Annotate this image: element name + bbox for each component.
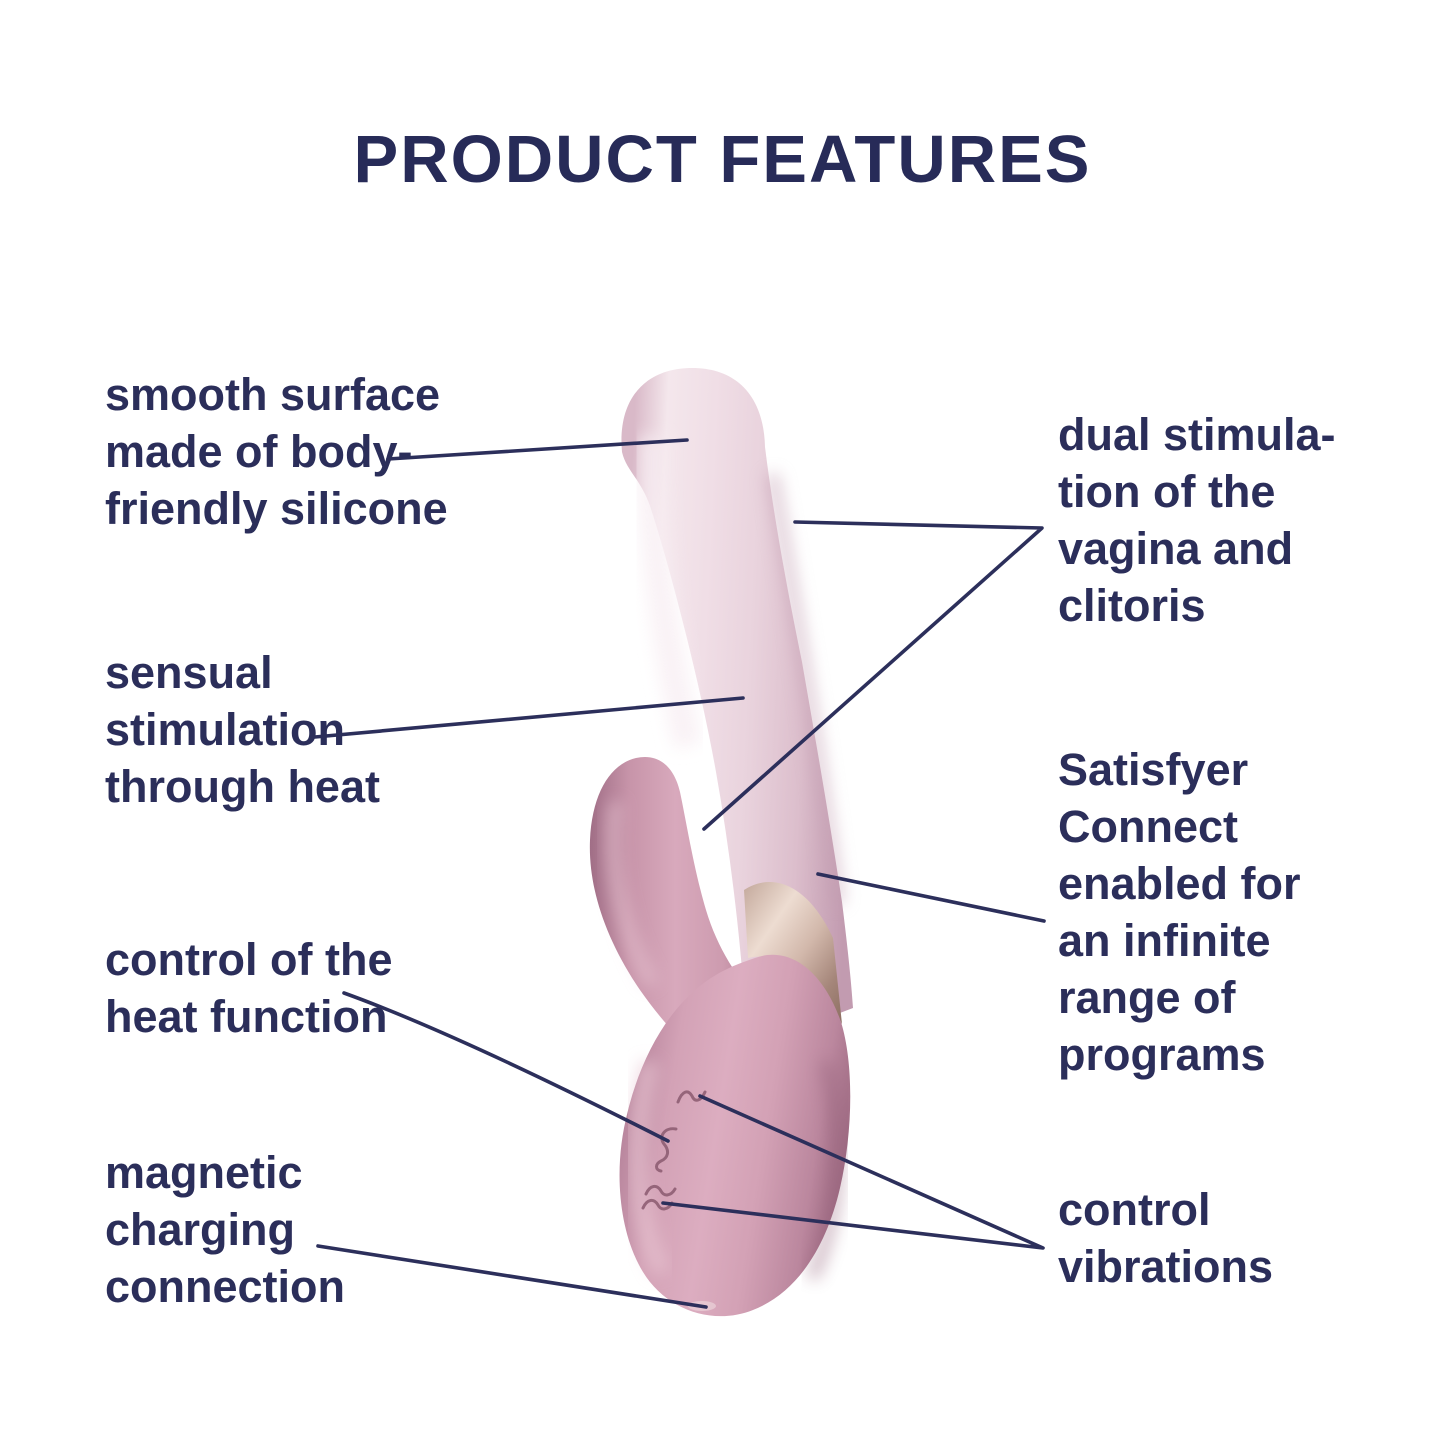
double-wave-icon [641, 1185, 677, 1211]
feature-label-dual-stimulation: dual stimula- tion of the vagina and cli… [1058, 409, 1336, 631]
shaft-shadow [765, 472, 845, 905]
callout-line-control-vibrations [661, 1094, 1045, 1250]
heat-squiggle-icon [655, 1127, 678, 1173]
callout-line-dual-stimulation [702, 520, 1044, 831]
feature-label-satisfyer-connect: Satisfyer Connect enabled for an infinit… [1058, 744, 1301, 1080]
callout-line-satisfyer-connect [816, 872, 1046, 923]
handle-highlight [628, 1059, 671, 1277]
callout-line-magnetic-charging [316, 1244, 708, 1309]
handle [619, 954, 851, 1317]
handle-shadow [806, 1060, 844, 1281]
feature-label-magnetic-charging: magnetic charging connection [105, 1147, 346, 1312]
callout-line-heat-control [342, 991, 670, 1143]
feature-label-smooth-surface: smooth surface made of body- friendly si… [105, 369, 448, 534]
metallic-band [744, 881, 842, 1024]
feature-label-heat-stimulation: sensual stimulation through heat [105, 647, 380, 812]
callout-line-heat-stimulation [313, 696, 745, 739]
feature-label-heat-control: control of the heat function [105, 934, 393, 1042]
feature-label-control-vibrations: control vibrations [1058, 1184, 1274, 1292]
page-title: PRODUCT FEATURES [353, 122, 1092, 197]
device-body [589, 368, 853, 1317]
callout-line-smooth-surface [386, 438, 689, 461]
arm-highlight [606, 800, 658, 988]
shaft [621, 368, 853, 1048]
shaft-highlight [637, 435, 702, 750]
